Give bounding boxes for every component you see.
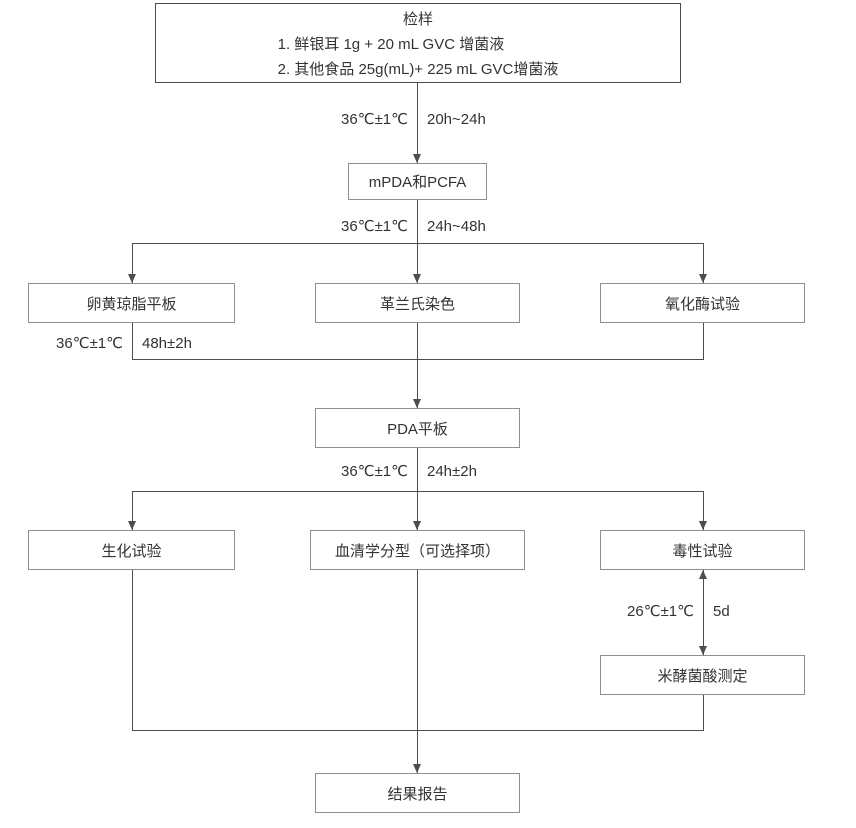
edge-mpda-to-split1 (417, 200, 418, 243)
node-mpda-pcfa: mPDA和PCFA (348, 163, 487, 200)
label-pda-incubation-temp: 36℃±1℃ (341, 463, 408, 480)
node-serotyping-label: 血清学分型（可选择项） (334, 542, 500, 560)
node-report: 结果报告 (315, 773, 520, 813)
split-line-1 (132, 243, 704, 244)
node-gram-stain: 革兰氏染色 (315, 283, 520, 323)
label-enrichment-time: 20h~24h (427, 111, 486, 128)
edge-pda-to-split2 (417, 448, 418, 491)
edge-serotyping-to-report (417, 570, 418, 773)
node-mpda-pcfa-label: mPDA和PCFA (368, 174, 467, 191)
node-sample-details: 1. 鲜银耳 1g + 20 mL GVC 增菌液 2. 其他食品 25g(mL… (278, 32, 559, 82)
node-bongkrekic-acid-label: 米酵菌酸测定 (657, 667, 748, 685)
node-biochemical-test-label: 生化试验 (101, 542, 162, 560)
node-serotyping: 血清学分型（可选择项） (310, 530, 525, 570)
edge-biochem-to-merge2 (132, 570, 133, 731)
edge-sample-to-mpda (417, 83, 418, 163)
drop-to-biochem (132, 491, 133, 530)
label-toxin-incubation-temp: 26℃±1℃ (627, 603, 694, 620)
arrowhead-down-biochem (128, 521, 136, 530)
node-sample-title: 检样 (402, 11, 433, 28)
node-toxicity-test-label: 毒性试验 (672, 542, 733, 560)
edge-egg-yolk-to-merge1 (132, 323, 133, 359)
label-enrichment-temp: 36℃±1℃ (341, 111, 408, 128)
arrowhead-down-egg-yolk (128, 274, 136, 283)
node-report-label: 结果报告 (387, 785, 448, 803)
split-line-2 (132, 491, 704, 492)
arrowhead-down-toxicity (699, 521, 707, 530)
node-egg-yolk-agar: 卵黄琼脂平板 (28, 283, 235, 323)
label-egg-yolk-incubation-time: 48h±2h (142, 335, 192, 352)
node-toxicity-test: 毒性试验 (600, 530, 805, 570)
node-egg-yolk-agar-label: 卵黄琼脂平板 (86, 295, 177, 313)
arrowhead-up-toxicity (699, 570, 707, 579)
label-egg-yolk-incubation-temp: 36℃±1℃ (56, 335, 123, 352)
arrowhead-down-pda (413, 399, 421, 408)
node-oxidase-test-label: 氧化酶试验 (664, 295, 740, 313)
merge-line-1 (132, 359, 704, 360)
label-toxin-incubation-time: 5d (713, 603, 730, 620)
node-gram-stain-label: 革兰氏染色 (379, 295, 455, 313)
node-pda-plate-label: PDA平板 (387, 420, 448, 438)
node-pda-plate: PDA平板 (315, 408, 520, 448)
drop-to-toxicity (703, 491, 704, 530)
label-mpda-incubation-time: 24h~48h (427, 218, 486, 235)
edge-bongkrekic-to-merge2 (703, 695, 704, 731)
arrowhead-down-oxidase (699, 274, 707, 283)
edge-toxicity-to-bongkrekic (703, 570, 704, 655)
node-sample-line1: 1. 鲜银耳 1g + 20 mL GVC 增菌液 (277, 36, 505, 53)
arrowhead-down-report (413, 764, 421, 773)
label-pda-incubation-time: 24h±2h (427, 463, 477, 480)
edge-gram-to-pda (417, 323, 418, 408)
drop-to-oxidase (703, 243, 704, 283)
arrowhead-down-serotyping (413, 521, 421, 530)
node-oxidase-test: 氧化酶试验 (600, 283, 805, 323)
drop-to-serotyping (417, 491, 418, 530)
drop-to-gram-stain (417, 243, 418, 283)
merge-line-2 (132, 730, 704, 731)
node-sample: 检样 1. 鲜银耳 1g + 20 mL GVC 增菌液 2. 其他食品 25g… (155, 3, 681, 83)
node-sample-line2: 2. 其他食品 25g(mL)+ 225 mL GVC增菌液 (277, 61, 559, 78)
node-biochemical-test: 生化试验 (28, 530, 235, 570)
edge-oxidase-to-merge1 (703, 323, 704, 359)
label-mpda-incubation-temp: 36℃±1℃ (341, 218, 408, 235)
arrowhead-down-gram-stain (413, 274, 421, 283)
arrowhead-down-bongkrekic (699, 646, 707, 655)
drop-to-egg-yolk (132, 243, 133, 283)
arrowhead-down-mpda (413, 154, 421, 163)
node-bongkrekic-acid: 米酵菌酸测定 (600, 655, 805, 695)
